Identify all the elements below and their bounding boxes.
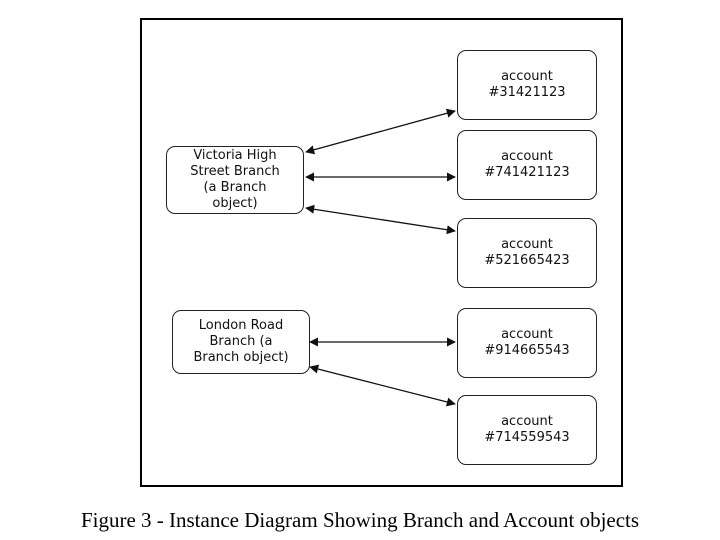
- branch-victoria-high-street: Victoria High Street Branch (a Branch ob…: [166, 146, 304, 214]
- account-741421123: account #741421123: [457, 130, 597, 200]
- account-31421123: account #31421123: [457, 50, 597, 120]
- branch-london-road: London Road Branch (a Branch object): [172, 310, 310, 374]
- account-714559543: account #714559543: [457, 395, 597, 465]
- account-521665423: account #521665423: [457, 218, 597, 288]
- figure-caption: Figure 3 - Instance Diagram Showing Bran…: [80, 508, 640, 532]
- account-914665543: account #914665543: [457, 308, 597, 378]
